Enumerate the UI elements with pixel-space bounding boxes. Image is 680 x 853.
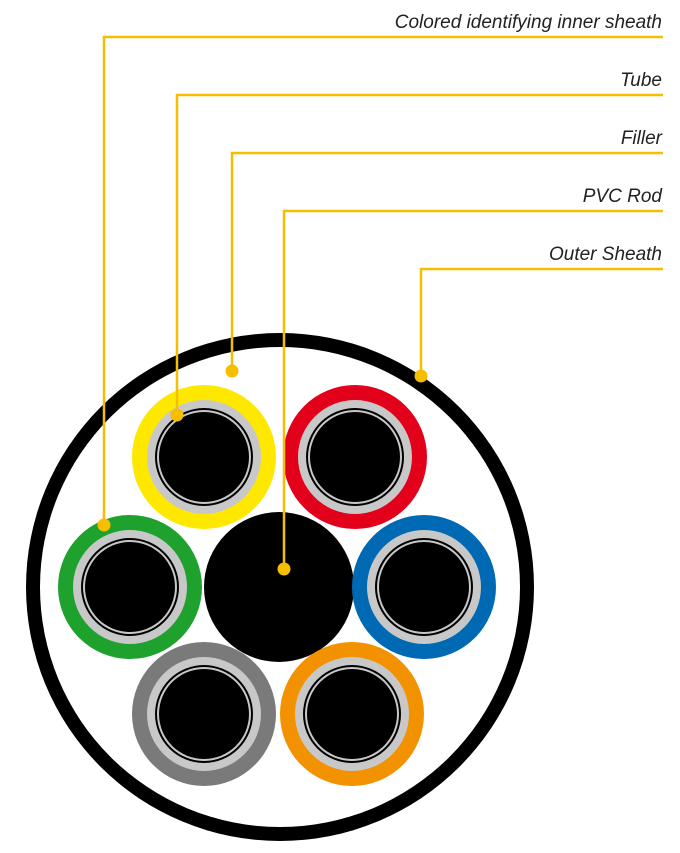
callouts bbox=[102, 35, 663, 569]
fiber-core bbox=[159, 669, 249, 759]
callout-dots bbox=[97, 364, 428, 576]
tube-red bbox=[283, 385, 427, 529]
label-filler: Filler bbox=[621, 128, 663, 149]
label-pvc-rod: PVC Rod bbox=[583, 186, 664, 207]
callout-line-tube bbox=[175, 93, 663, 415]
tube-gray bbox=[132, 642, 276, 786]
fiber-core bbox=[159, 412, 249, 502]
callout-dot-filler bbox=[225, 364, 239, 378]
callout-line-filler bbox=[230, 151, 663, 371]
label-tube: Tube bbox=[620, 70, 662, 91]
callout-dot-tube bbox=[170, 408, 184, 422]
callout-labels: Colored identifying inner sheath Tube Fi… bbox=[395, 12, 664, 265]
fiber-core bbox=[310, 412, 400, 502]
callout-dot-outer-sheath bbox=[414, 369, 428, 383]
callout-line-pvc-rod bbox=[282, 209, 663, 569]
callout-dot-inner-sheath bbox=[97, 518, 111, 532]
callout-dot-pvc-rod bbox=[277, 562, 291, 576]
tube-green bbox=[58, 515, 202, 659]
callout-line-inner-sheath bbox=[102, 35, 663, 525]
pvc-rod bbox=[204, 512, 354, 662]
callout-line-outer-sheath bbox=[419, 267, 663, 376]
tube-blue bbox=[352, 515, 496, 659]
fiber-core bbox=[85, 542, 175, 632]
fiber-core bbox=[379, 542, 469, 632]
fiber-core bbox=[307, 669, 397, 759]
label-outer-sheath: Outer Sheath bbox=[549, 244, 662, 265]
tube-yellow bbox=[132, 385, 276, 529]
tube-orange bbox=[280, 642, 424, 786]
cable-cross-section bbox=[26, 333, 534, 841]
label-inner-sheath: Colored identifying inner sheath bbox=[395, 12, 662, 33]
